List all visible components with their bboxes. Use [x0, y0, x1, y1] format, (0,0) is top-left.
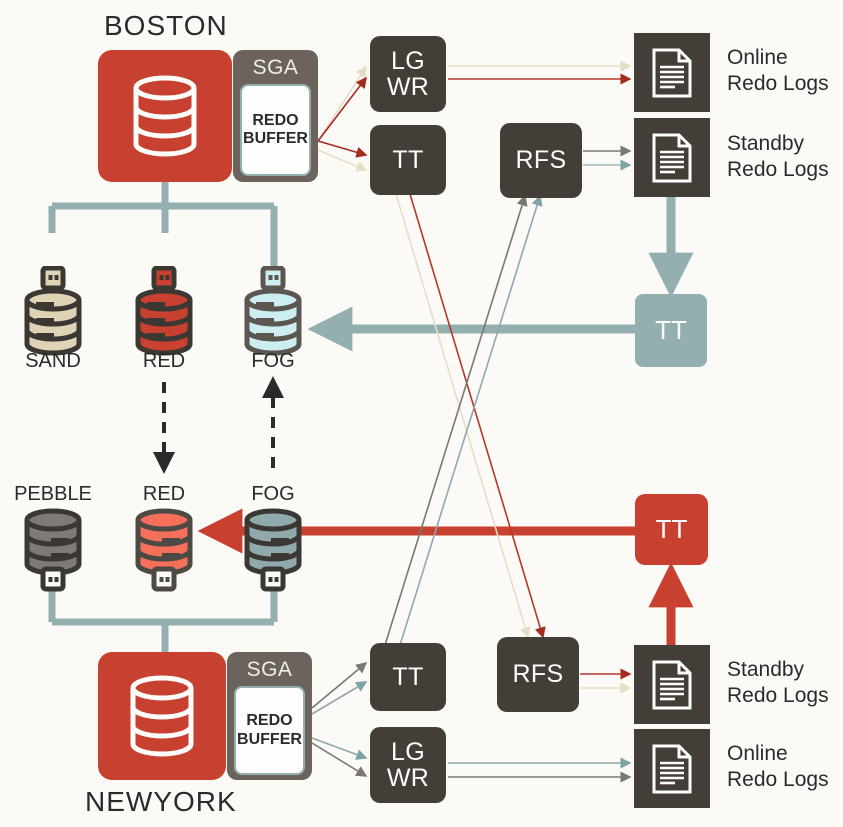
document-page-icon	[652, 660, 692, 709]
boston-drive-fog-label: FOG	[251, 350, 295, 372]
newyork-drive-red-label: RED	[142, 483, 186, 505]
boston-transport-tt-label: TT	[655, 315, 687, 345]
boston-online-redo-logs-icon[interactable]	[634, 33, 710, 112]
newyork-online-logs-line2: Redo Logs	[727, 768, 829, 792]
newyork-rfs-label: RFS	[512, 660, 564, 689]
newyork-transport-tt-label: TT	[655, 514, 688, 544]
newyork-online-redo-logs-icon[interactable]	[634, 729, 710, 808]
usb-drive-icon	[135, 508, 193, 592]
newyork-transport-tt[interactable]: TT	[635, 494, 708, 565]
boston-drive-red[interactable]	[131, 265, 197, 367]
boston-standby-redo-logs-icon[interactable]	[634, 118, 710, 197]
newyork-redo-buffer-line1: REDO	[246, 712, 293, 730]
boston-drive-sand-label: SAND	[25, 350, 81, 372]
boston-redo-to-processes	[317, 65, 368, 172]
boston-sga-label: SGA	[252, 56, 299, 79]
newyork-online-logs-line1: Online	[727, 742, 788, 765]
boston-online-logs-line1: Online	[727, 46, 788, 69]
newyork-process-lgwr[interactable]: LG WR	[370, 727, 446, 803]
newyork-lgwr-line2: WR	[386, 764, 430, 792]
newyork-redo-to-processes	[311, 661, 368, 777]
newyork-sga-label: SGA	[246, 658, 293, 681]
boston-process-lgwr[interactable]: LG WR	[370, 36, 446, 112]
newyork-drive-red[interactable]	[131, 508, 197, 601]
boston-process-tt[interactable]: TT	[370, 125, 446, 195]
newyork-storage-tree	[48, 588, 278, 652]
boston-lgwr-to-online-logs	[448, 60, 632, 85]
boston-process-rfs[interactable]: RFS	[500, 123, 582, 198]
usb-drive-icon	[24, 265, 82, 356]
boston-redo-buffer-line2: BUFFER	[243, 130, 308, 147]
newyork-database[interactable]	[98, 652, 226, 780]
newyork-online-redo-logs-label: Online Redo Logs	[727, 741, 829, 794]
newyork-lgwr-to-online-logs	[448, 757, 632, 783]
boston-database[interactable]	[98, 50, 232, 182]
newyork-drive-pebble-label: PEBBLE	[14, 483, 92, 505]
newyork-standby-logs-line2: Redo Logs	[727, 684, 829, 708]
boston-online-redo-logs-label: Online Redo Logs	[727, 45, 829, 98]
newyork-drive-fog-label: FOG	[251, 483, 295, 505]
newyork-process-tt[interactable]: TT	[370, 643, 446, 711]
boston-online-logs-line2: Redo Logs	[727, 72, 829, 96]
boston-title: BOSTON	[104, 10, 228, 41]
boston-transport-tt[interactable]: TT	[635, 294, 707, 367]
dashed-replication-arrows	[153, 376, 284, 474]
boston-storage-tree	[48, 178, 278, 270]
boston-tt-label: TT	[392, 145, 424, 174]
newyork-standby-redo-logs-icon[interactable]	[634, 645, 710, 724]
database-cylinder-icon	[130, 675, 194, 757]
boston-standby-redo-logs-label: Standby Redo Logs	[727, 131, 829, 184]
newyork-title: NEWYORK	[85, 786, 237, 817]
newyork-drive-fog[interactable]	[240, 508, 306, 601]
newyork-redo-buffer-line2: BUFFER	[237, 730, 302, 748]
document-page-icon	[652, 48, 692, 97]
boston-drive-sand[interactable]	[20, 265, 86, 367]
newyork-drive-pebble[interactable]	[20, 508, 86, 601]
boston-standby-logs-line1: Standby	[727, 132, 805, 155]
newyork-standby-redo-logs-label: Standby Redo Logs	[727, 657, 829, 710]
boston-lgwr-line2: WR	[386, 73, 430, 101]
usb-drive-icon	[244, 508, 302, 592]
boston-drive-fog[interactable]	[240, 265, 306, 367]
newyork-tt-label: TT	[392, 662, 424, 691]
boston-sga: SGA REDO BUFFER	[233, 50, 318, 182]
newyork-redo-buffer[interactable]: REDO BUFFER	[234, 686, 305, 775]
usb-drive-icon	[244, 265, 302, 356]
document-page-icon	[652, 744, 692, 793]
boston-standby-logs-line2: Redo Logs	[727, 158, 829, 182]
newyork-sga: SGA REDO BUFFER	[227, 652, 312, 780]
usb-drive-icon	[135, 265, 193, 356]
boston-redo-buffer-line1: REDO	[252, 111, 299, 129]
document-page-icon	[652, 133, 692, 182]
newyork-tt-to-boston-rfs	[384, 194, 543, 646]
boston-lgwr-line1: LG	[391, 46, 425, 75]
boston-drive-red-label: RED	[142, 350, 186, 372]
newyork-lgwr-line1: LG	[391, 737, 425, 766]
boston-redo-buffer[interactable]: REDO BUFFER	[240, 84, 311, 176]
usb-drive-icon	[24, 508, 82, 592]
boston-rfs-to-standby-logs	[583, 145, 632, 171]
boston-rfs-label: RFS	[515, 146, 567, 175]
newyork-rfs-to-standby-logs	[580, 668, 632, 694]
newyork-process-rfs[interactable]: RFS	[497, 637, 579, 712]
boston-tt-to-newyork-rfs	[395, 193, 546, 639]
database-cylinder-icon	[133, 75, 197, 157]
newyork-standby-logs-line1: Standby	[727, 658, 805, 681]
